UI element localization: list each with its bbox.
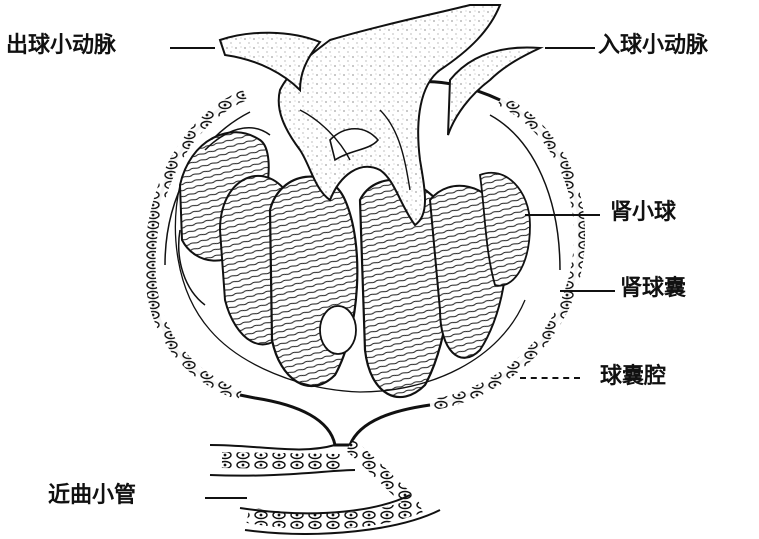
leader-proximal-tubule bbox=[205, 497, 247, 499]
leader-bowman-capsule bbox=[560, 290, 615, 292]
leader-efferent bbox=[170, 47, 215, 49]
label-proximal-tubule: 近曲小管 bbox=[48, 484, 136, 506]
label-bowman-capsule: 肾球囊 bbox=[620, 277, 686, 299]
label-afferent-arteriole: 入球小动脉 bbox=[598, 34, 708, 56]
label-capsular-space: 球囊腔 bbox=[600, 365, 666, 387]
label-efferent-arteriole: 出球小动脉 bbox=[6, 34, 116, 56]
label-glomerulus: 肾小球 bbox=[610, 201, 676, 223]
proximal-tubule-shape bbox=[210, 445, 440, 534]
leader-glomerulus bbox=[525, 214, 600, 216]
leader-afferent bbox=[545, 47, 595, 49]
leader-capsular-space bbox=[520, 377, 580, 379]
